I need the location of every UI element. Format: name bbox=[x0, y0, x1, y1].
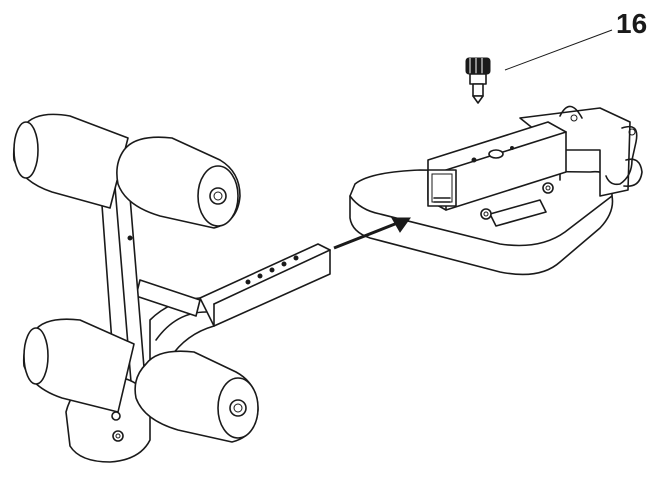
knob-bolt bbox=[465, 57, 491, 104]
knob-collar bbox=[469, 73, 487, 85]
knob-tip bbox=[472, 95, 484, 104]
leader-line bbox=[504, 29, 613, 71]
bench-base bbox=[349, 105, 643, 276]
lower-roller-left bbox=[22, 318, 135, 413]
insert-tube bbox=[199, 243, 331, 327]
insertion-arrow bbox=[333, 217, 411, 250]
tube-opening bbox=[427, 169, 457, 207]
part-number-label: 16 bbox=[616, 8, 648, 39]
lower-roller-right bbox=[134, 350, 259, 443]
pin-hole bbox=[488, 149, 504, 159]
knob-shaft bbox=[472, 83, 484, 97]
base-plate bbox=[349, 169, 614, 276]
upper-roller-right bbox=[116, 136, 241, 229]
base-bolt bbox=[480, 208, 492, 220]
upper-roller-left bbox=[12, 113, 129, 209]
base-bolt bbox=[542, 182, 554, 194]
